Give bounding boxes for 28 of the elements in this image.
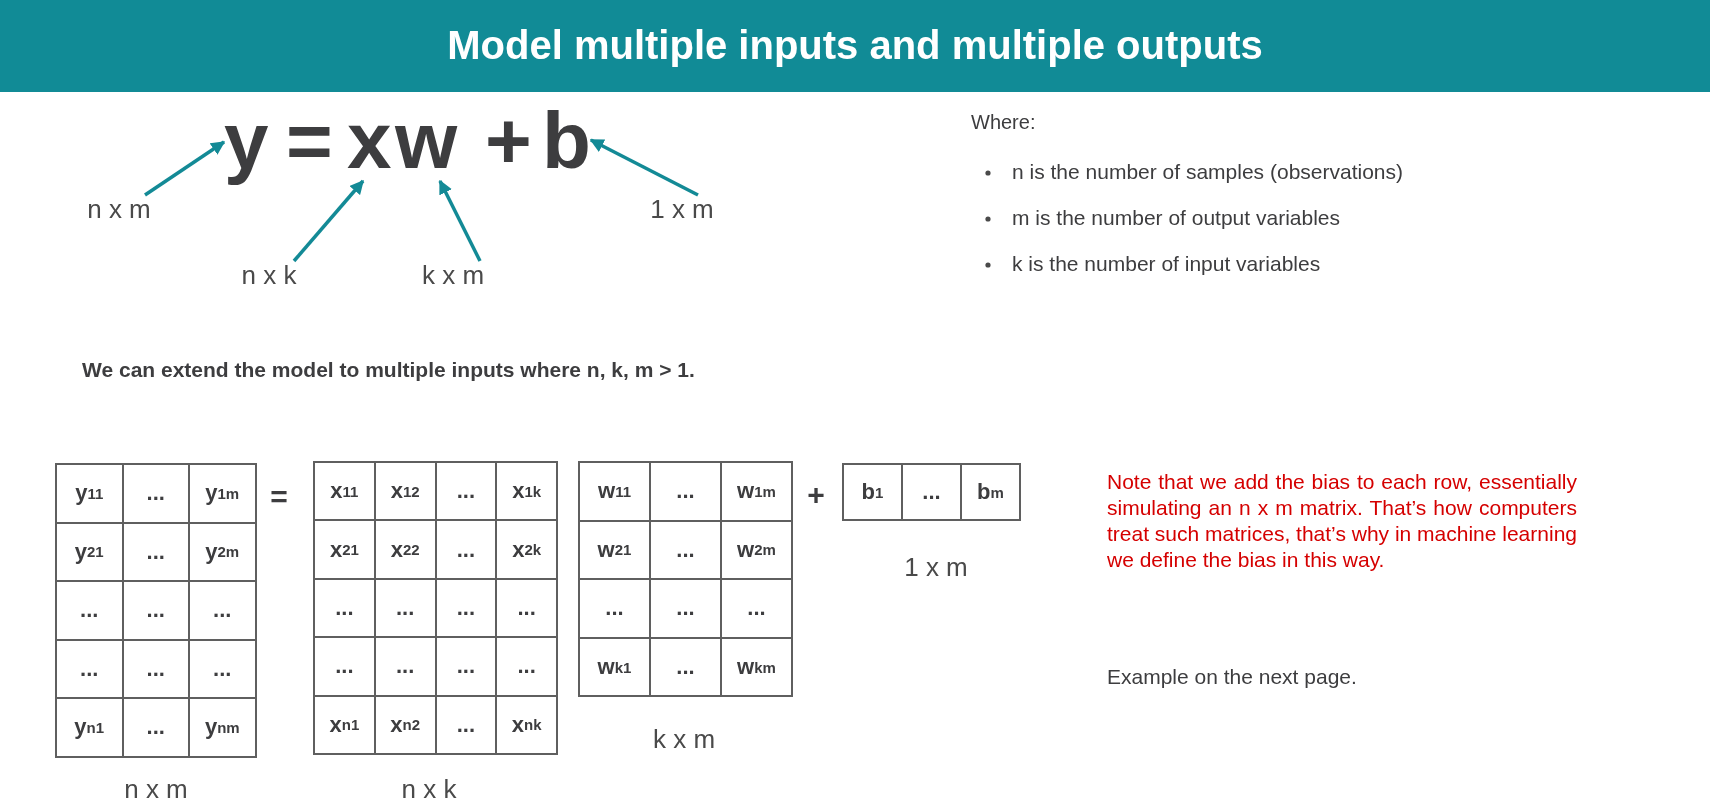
dimension-text: 1 x m xyxy=(650,195,714,223)
formula-symbol: x xyxy=(347,101,392,181)
plus-sign: + xyxy=(485,101,532,181)
dimension-text: k x m xyxy=(421,261,485,289)
dimension-text: 1 x m xyxy=(904,551,968,584)
dimension-text: k x m xyxy=(652,723,716,756)
title: Model multiple inputs and multiple outputs xyxy=(446,22,1264,68)
plus-sign: + xyxy=(807,477,825,513)
equals-sign: = xyxy=(286,101,333,181)
text: Where: xyxy=(971,110,1036,135)
arrow xyxy=(438,179,482,262)
formula-symbol: w xyxy=(395,101,458,181)
bullet-text: n is the number of samples (observations) xyxy=(1012,159,1403,185)
arrow xyxy=(589,138,699,197)
dimension-text: n x k xyxy=(241,261,297,289)
arrow xyxy=(292,179,365,263)
equals-sign: = xyxy=(270,479,288,515)
dimension-text: n x m xyxy=(87,195,151,223)
bullet-text: m is the number of output variables xyxy=(1012,205,1340,231)
arrow xyxy=(144,140,226,197)
dimension-text: n x m xyxy=(124,773,188,805)
formula-symbol: b xyxy=(542,101,591,181)
bullet-text: k is the number of input variables xyxy=(1012,251,1321,277)
matrix-entry: ... xyxy=(901,463,962,521)
text: We can extend the model to multiple inputs where n, k, m > 1. xyxy=(82,357,695,383)
dimension-text: n x k xyxy=(401,773,457,805)
text: Example on the next page. xyxy=(1107,664,1357,690)
note-text: Note that we add the bias to each row, essentially simulating an n x m matrix. That’s how computers treat such matrices, that’s why in machine learning we define the bias in this way. xyxy=(1107,469,1577,573)
